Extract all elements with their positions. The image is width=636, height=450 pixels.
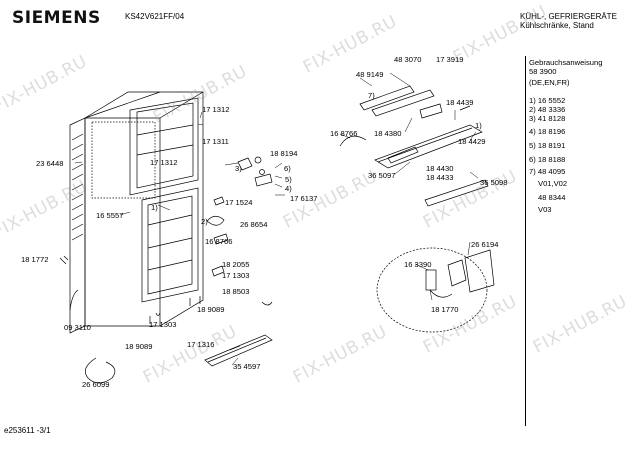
part-label: 16 8766 bbox=[205, 237, 233, 246]
part-label: 18 8503 bbox=[222, 287, 250, 296]
legend-line: 4) 18 8196 bbox=[529, 127, 566, 136]
legend-line: V01,V02 bbox=[538, 179, 568, 188]
part-label: 18 1772 bbox=[21, 255, 49, 264]
part-label: 17 1303 bbox=[222, 271, 250, 280]
part-label: 16 8766 bbox=[330, 129, 358, 138]
legend-line: V03 bbox=[538, 205, 552, 214]
part-label: 17 1312 bbox=[202, 105, 230, 114]
callout: 5) bbox=[285, 175, 292, 184]
part-label: 09 3110 bbox=[64, 323, 91, 332]
callout: 3) bbox=[235, 164, 242, 173]
brand-logo: SIEMENS bbox=[12, 8, 101, 28]
legend-line: 7) 48 4095 bbox=[529, 167, 566, 176]
legend-line: 6) 18 8188 bbox=[529, 155, 566, 164]
part-label: 17 6137 bbox=[290, 194, 318, 203]
part-label: 16 5557 bbox=[96, 211, 124, 220]
part-label: 16 3390 bbox=[404, 260, 432, 269]
part-label: 18 4430 bbox=[426, 164, 454, 173]
part-label: 17 1524 bbox=[225, 198, 253, 207]
legend-panel: Gebrauchsanweisung 58 3900 (DE,EN,FR) 1)… bbox=[525, 56, 626, 426]
part-label: 36 5097 bbox=[368, 171, 396, 180]
model-number: KS42V621FF/04 bbox=[125, 12, 185, 21]
callout: 1) bbox=[475, 121, 482, 130]
part-label: 48 3070 bbox=[394, 55, 422, 64]
category-subtitle: Kühlschränke, Stand bbox=[520, 21, 594, 30]
legend-line: (DE,EN,FR) bbox=[529, 78, 570, 87]
part-label: 18 1770 bbox=[431, 305, 459, 314]
part-label: 18 4439 bbox=[446, 98, 474, 107]
part-label: 18 4380 bbox=[374, 129, 402, 138]
legend-line: 3) 41 8128 bbox=[529, 114, 566, 123]
part-label: 26 6194 bbox=[471, 240, 499, 249]
callout: 7) bbox=[368, 91, 375, 100]
legend-line: 5) 18 8191 bbox=[529, 141, 566, 150]
part-label: 17 1303 bbox=[149, 320, 177, 329]
part-label: 18 2055 bbox=[222, 260, 250, 269]
part-label: 35 4597 bbox=[233, 362, 261, 371]
part-label: 18 8194 bbox=[270, 149, 298, 158]
part-label: 17 1316 bbox=[187, 340, 215, 349]
part-label: 18 9089 bbox=[125, 342, 153, 351]
part-label: 18 4433 bbox=[426, 173, 454, 182]
category-title: KÜHL-, GEFRIERGERÄTE bbox=[520, 12, 617, 21]
cabinet-outline bbox=[84, 91, 204, 327]
legend-line: 58 3900 bbox=[529, 67, 557, 76]
part-label: 26 6099 bbox=[82, 380, 110, 389]
legend-line: 2) 48 3336 bbox=[529, 105, 566, 114]
legend-line: 1) 16 5552 bbox=[529, 96, 566, 105]
part-label: 18 4429 bbox=[458, 137, 486, 146]
part-label: 18 9089 bbox=[197, 305, 225, 314]
callout: 2) bbox=[201, 217, 208, 226]
legend-line: Gebrauchsanweisung bbox=[529, 58, 603, 67]
part-label: 17 3919 bbox=[436, 55, 464, 64]
legend-line: 48 8344 bbox=[538, 193, 566, 202]
part-label: 36 5098 bbox=[480, 178, 508, 187]
part-label: 26 8654 bbox=[240, 220, 268, 229]
part-label: 17 1311 bbox=[202, 137, 229, 146]
document-footer: e253611 -3/1 bbox=[4, 426, 51, 435]
part-label: 48 9149 bbox=[356, 70, 384, 79]
callout: 6) bbox=[284, 164, 291, 173]
part-label: 23 6448 bbox=[36, 159, 64, 168]
callout: 4) bbox=[285, 184, 292, 193]
part-label: 17 1312 bbox=[150, 158, 178, 167]
callout: 1) bbox=[151, 203, 158, 212]
